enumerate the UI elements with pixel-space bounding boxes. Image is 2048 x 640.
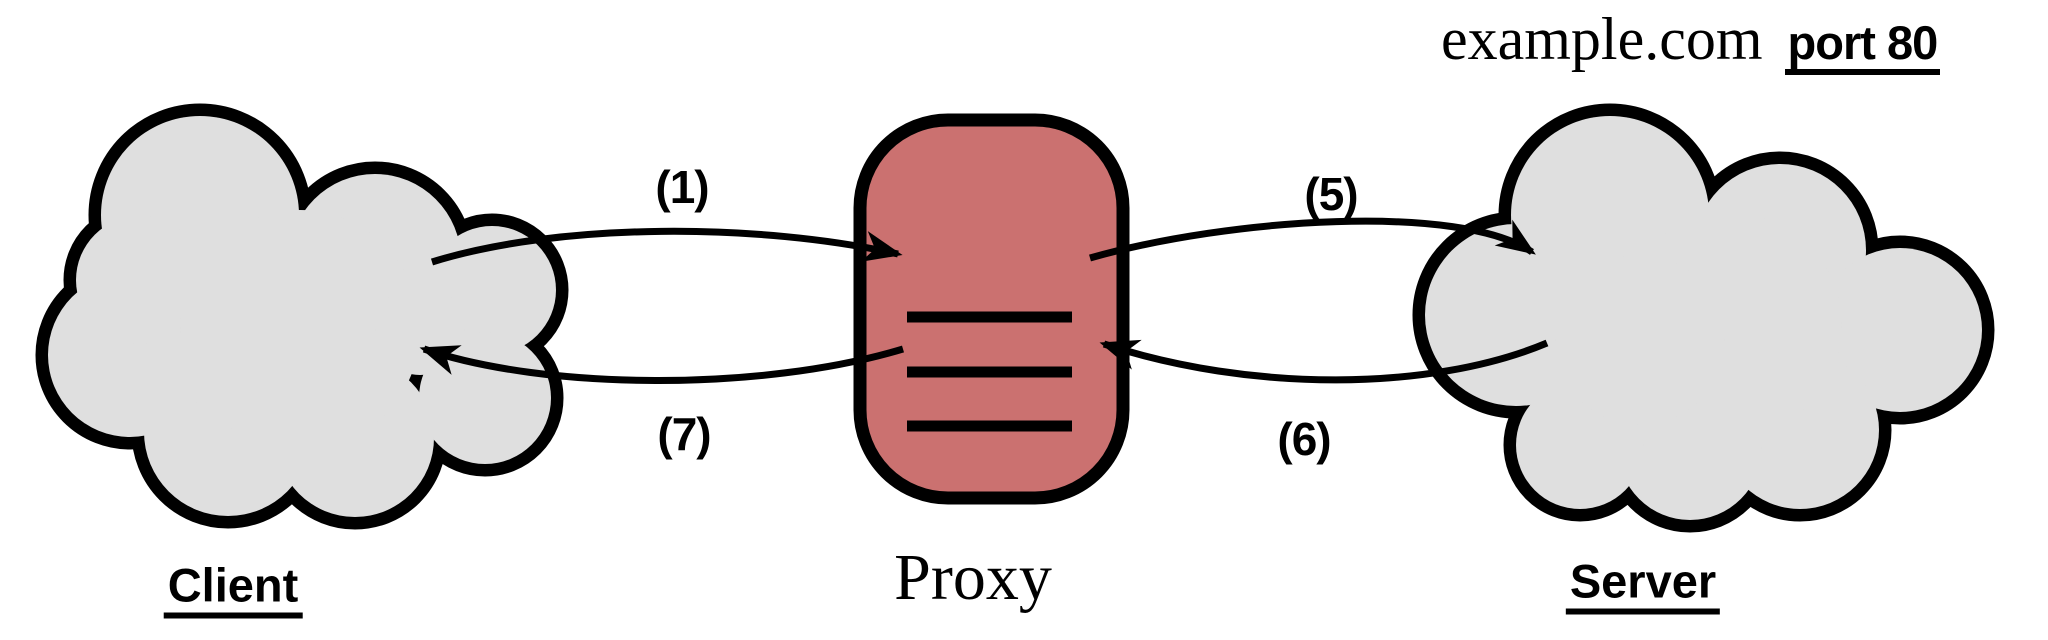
title-domain: example.com xyxy=(1441,6,1763,72)
arrow-label-step7: (7) xyxy=(657,408,711,460)
server-label: Server xyxy=(1565,558,1721,615)
arrow-label-step1: (1) xyxy=(655,161,709,213)
arrow-label-step5: (5) xyxy=(1304,168,1358,220)
client-label: Client xyxy=(163,562,303,619)
title-port: port 80 xyxy=(1784,19,1941,75)
server-cloud-fill xyxy=(1425,116,1982,520)
title: example.com port 80 xyxy=(1441,6,1941,75)
arrow-proxy-to-server xyxy=(1089,217,1536,262)
client-cloud-fill xyxy=(48,116,556,517)
proxy-node-shape xyxy=(853,113,1130,505)
flow-arrows xyxy=(419,217,1549,384)
proxy-label: Proxy xyxy=(894,541,1052,614)
proxy-stack-lines-icon xyxy=(907,311,1072,432)
arrow-label-step6: (6) xyxy=(1277,413,1331,465)
arrow-client-to-proxy xyxy=(430,227,903,266)
arrow-proxy-to-client xyxy=(419,345,905,384)
arrow-server-to-proxy xyxy=(1099,339,1549,384)
